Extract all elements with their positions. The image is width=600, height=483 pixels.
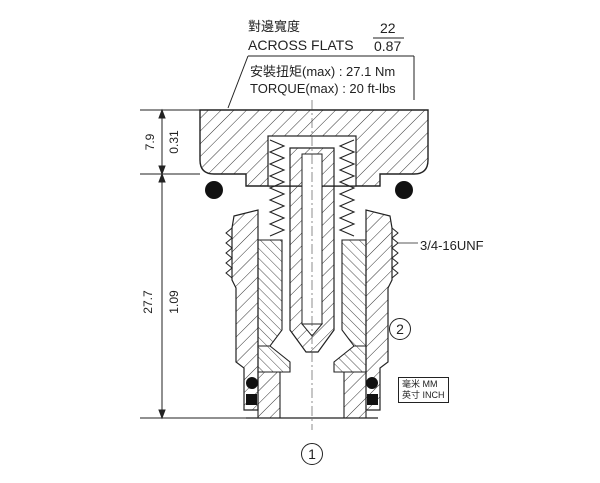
dim-main-in: 1.09 xyxy=(167,290,181,314)
o-ring-left xyxy=(205,181,223,199)
thread-right xyxy=(391,227,399,279)
port-2-marker: 2 xyxy=(389,318,411,340)
lower-o-ring-left xyxy=(246,377,258,389)
sleeve-right xyxy=(341,239,367,347)
dim-main-mm: 27.7 xyxy=(141,290,155,314)
torque-cn-label: 安裝扭矩(max) : 27.1 Nm xyxy=(250,64,396,79)
spring-right xyxy=(338,139,356,237)
unit-mm-label: 毫米 MM xyxy=(402,379,438,389)
sleeve-left xyxy=(257,239,283,347)
dim-top-in: 0.31 xyxy=(167,130,181,154)
nose-right xyxy=(343,371,367,419)
thread-spec-label: 3/4-16UNF xyxy=(420,238,484,253)
port-2-label: 2 xyxy=(396,321,404,337)
across-flats-title-cn: 對邊寬度 xyxy=(248,19,301,34)
dim-top-mm: 7.9 xyxy=(143,133,157,151)
across-flats-title-en: ACROSS FLATS xyxy=(248,37,354,53)
unit-legend: 毫米 MM 英寸 INCH xyxy=(398,377,449,403)
port-1-marker: 1 xyxy=(301,443,323,465)
flats-leader xyxy=(227,55,249,109)
dimension-lines xyxy=(140,108,246,420)
torque-en-label: TORQUE(max) : 20 ft-lbs xyxy=(250,81,396,96)
thread-left xyxy=(225,227,233,279)
port-1-label: 1 xyxy=(308,446,316,462)
flats-mm-value: 22 xyxy=(380,20,396,36)
backup-ring-right xyxy=(367,394,378,405)
seat-left xyxy=(257,345,291,373)
spring-left xyxy=(268,139,286,237)
backup-ring-left xyxy=(246,394,257,405)
o-ring-right xyxy=(395,181,413,199)
lower-o-ring-right xyxy=(366,377,378,389)
unit-in-label: 英寸 INCH xyxy=(402,390,445,400)
seat-right xyxy=(333,345,367,373)
flats-in-value: 0.87 xyxy=(374,38,402,54)
nose-left xyxy=(257,371,281,419)
